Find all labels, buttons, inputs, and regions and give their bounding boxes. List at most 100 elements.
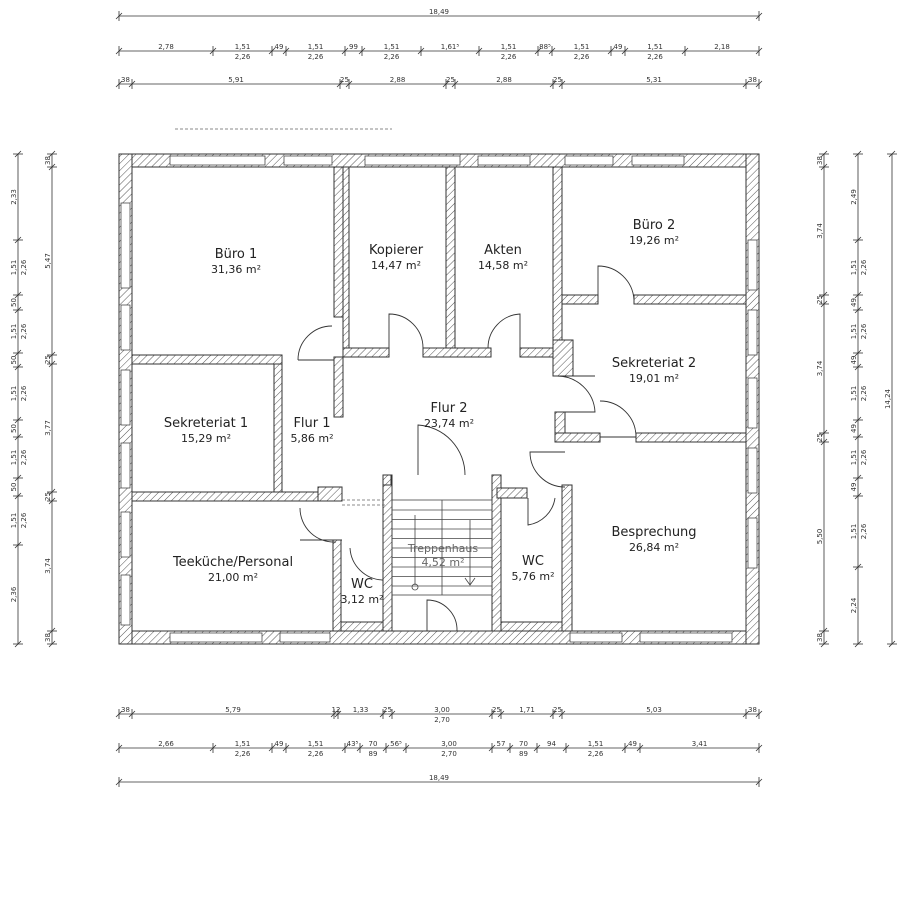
- room-area: 26,84 m²: [629, 541, 679, 554]
- dim-label: 1,33: [353, 706, 369, 714]
- dim-label-sub: 2,26: [308, 750, 324, 758]
- dim-label-sub: 2,26: [235, 750, 251, 758]
- window-top-2: [283, 155, 333, 166]
- dim-label: 25: [446, 76, 455, 84]
- window-bottom-3: [569, 632, 623, 643]
- room-flur1: Flur 1 5,86 m²: [290, 416, 333, 445]
- dim-label-sub: 2,26: [860, 523, 868, 539]
- wall-kopierer-bottom-b: [422, 347, 492, 358]
- dim-label: 3,74: [816, 360, 824, 376]
- dim-label: 25: [340, 76, 349, 84]
- dim-label: 1,61⁵: [441, 43, 460, 51]
- dim-label: 3,74: [816, 223, 824, 239]
- room-area: 14,47 m²: [371, 259, 421, 272]
- dim-label: 1,51: [574, 43, 590, 51]
- window-top-1: [169, 155, 266, 166]
- dim-label: 38: [816, 633, 824, 642]
- dim-label: 14,24: [884, 388, 892, 409]
- room-area: 5,76 m²: [511, 570, 554, 583]
- room-area: 31,36 m²: [211, 263, 261, 276]
- window-left-2: [120, 304, 131, 351]
- window-left-6: [120, 574, 131, 626]
- dim-label: 5,91: [228, 76, 244, 84]
- dim-label-sub: 2,26: [647, 53, 663, 61]
- dim-label: 70: [369, 740, 378, 748]
- door-wc2: [527, 497, 556, 526]
- dim-label: 25: [816, 433, 824, 442]
- dim-label: 3,77: [44, 420, 52, 436]
- door-bespr: [529, 451, 566, 488]
- dim-label: 25: [816, 295, 824, 304]
- room-name: Sekreteriat 1: [164, 416, 248, 431]
- door-akten: [487, 313, 521, 349]
- dim-label: 1,51: [10, 513, 18, 529]
- door-buero2: [597, 265, 635, 304]
- dim-label: 49: [850, 483, 858, 492]
- staircase: [391, 499, 493, 596]
- room-flur2: Flur 2 23,74 m²: [424, 401, 474, 430]
- room-kopierer: Kopierer 14,47 m²: [369, 243, 424, 272]
- door-sek2-a: [556, 375, 596, 413]
- room-name: Teeküche/Personal: [172, 555, 293, 570]
- dim-label: 2,88: [390, 76, 406, 84]
- dim-label: 25: [492, 706, 501, 714]
- dim-label-sub: 89: [369, 750, 378, 758]
- room-name: Büro 1: [215, 247, 258, 262]
- wall-buero1-flur: [333, 166, 344, 318]
- window-top-5: [564, 155, 614, 166]
- dim-label: 49: [628, 740, 637, 748]
- dim-label-sub: 2,26: [20, 449, 28, 465]
- dim-label: 1,71: [519, 706, 535, 714]
- room-name: Treppenhaus: [407, 542, 479, 555]
- dim-label: 1,51: [10, 324, 18, 340]
- wall-kopierer-akten: [445, 166, 456, 358]
- room-area: 3,12 m²: [340, 593, 383, 606]
- dim-label: 38: [44, 156, 52, 165]
- door-kopierer: [388, 313, 424, 349]
- room-name: Akten: [484, 243, 522, 258]
- dim-label-sub: 2,26: [308, 53, 324, 61]
- window-left-3: [120, 369, 131, 426]
- dim-label: 1,51: [850, 324, 858, 340]
- window-bottom-1: [169, 632, 263, 643]
- dim-label: 1,51: [850, 450, 858, 466]
- dim-label-sub: 2,26: [20, 259, 28, 275]
- room-labels: Büro 1 31,36 m² Kopierer 14,47 m² Akten …: [164, 218, 697, 606]
- room-area: 15,29 m²: [181, 432, 231, 445]
- dim-label: 56⁵: [390, 740, 402, 748]
- dim-label-sub: 2,70: [434, 716, 450, 724]
- dim-label: 25: [44, 355, 52, 364]
- dim-label: 38: [748, 76, 757, 84]
- dim-label-sub: 89: [519, 750, 528, 758]
- dim-label-sub: 2,26: [20, 512, 28, 528]
- window-top-6: [631, 155, 685, 166]
- dim-label: 1,51: [235, 740, 251, 748]
- dim-label-sub: 2,26: [860, 385, 868, 401]
- wall-wc1-left: [332, 539, 342, 632]
- wall-sek2-bottom-b: [635, 432, 747, 443]
- wall-sek2-bottom-a: [554, 432, 601, 443]
- room-buero2: Büro 2 19,26 m²: [629, 218, 679, 247]
- wall-wc-bottom-right: [500, 621, 563, 632]
- dim-label: 2,18: [714, 43, 730, 51]
- room-name: WC: [522, 554, 544, 569]
- dim-label: 3,41: [692, 740, 708, 748]
- dim-label: 2,66: [158, 740, 174, 748]
- wall-buero2-bottom-b: [633, 294, 747, 305]
- room-name: Flur 1: [293, 416, 330, 431]
- dim-label: 2,88: [496, 76, 512, 84]
- room-teekueche: Teeküche/Personal 21,00 m²: [172, 555, 293, 584]
- dim-label: 38: [121, 76, 130, 84]
- room-treppenhaus: Treppenhaus 4,52 m²: [407, 542, 479, 569]
- dim-label: 38: [121, 706, 130, 714]
- wall-buero1-bottom: [131, 354, 283, 365]
- stair-steps: [392, 509, 492, 587]
- dim-label: 2,78: [158, 43, 174, 51]
- dim-label: 50: [10, 298, 18, 307]
- dim-label: 1,51: [235, 43, 251, 51]
- dim-label: 25: [553, 706, 562, 714]
- window-right-2: [747, 309, 758, 356]
